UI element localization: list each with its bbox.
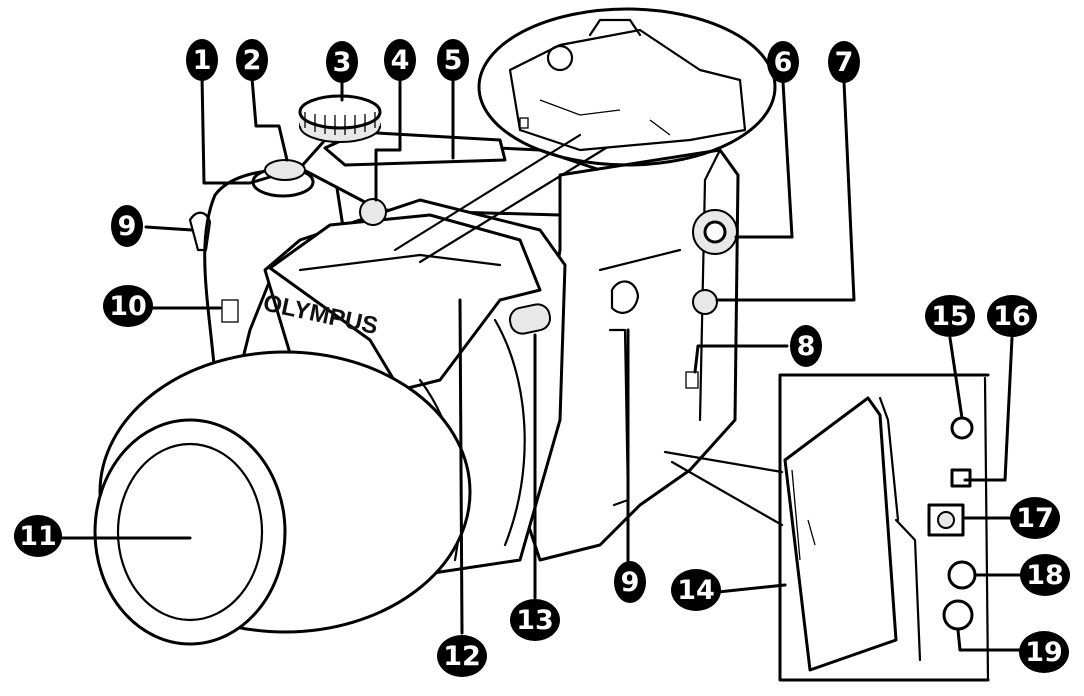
callout-badges: 1 2 3 4 5 6 7 8 bbox=[14, 39, 1070, 677]
callout-18-label: 18 bbox=[1026, 560, 1064, 591]
callout-3-label: 3 bbox=[333, 47, 352, 78]
callout-2: 2 bbox=[236, 39, 268, 81]
callout-11-label: 11 bbox=[19, 521, 57, 552]
callout-19-label: 19 bbox=[1025, 637, 1063, 668]
top-view-inset bbox=[393, 7, 777, 264]
callout-1: 1 bbox=[186, 39, 218, 81]
callout-12-label: 12 bbox=[443, 641, 481, 672]
callout-10: 10 bbox=[103, 285, 153, 327]
callout-9-lug-left: 9 bbox=[111, 205, 143, 247]
callout-11: 11 bbox=[14, 515, 62, 557]
callout-16: 16 bbox=[987, 295, 1037, 337]
callout-18: 18 bbox=[1020, 554, 1070, 596]
callout-17-label: 17 bbox=[1016, 503, 1054, 534]
callout-7: 7 bbox=[828, 41, 860, 83]
callout-9a-label: 9 bbox=[118, 211, 137, 242]
callout-1-label: 1 bbox=[193, 45, 212, 76]
callout-14: 14 bbox=[671, 569, 721, 611]
callout-19: 19 bbox=[1019, 631, 1069, 673]
callout-13: 13 bbox=[510, 599, 560, 641]
callout-4-label: 4 bbox=[391, 45, 410, 76]
leader-lines bbox=[58, 74, 1022, 652]
callout-6-label: 6 bbox=[774, 47, 793, 78]
camera-body: OLYMPUS bbox=[93, 94, 740, 646]
callout-9b-label: 9 bbox=[621, 567, 640, 598]
connector-inset bbox=[663, 373, 990, 682]
callout-13-label: 13 bbox=[516, 605, 554, 636]
callout-7-label: 7 bbox=[835, 47, 854, 78]
callout-5: 5 bbox=[437, 39, 469, 81]
callout-3: 3 bbox=[326, 41, 358, 83]
callout-10-label: 10 bbox=[109, 291, 147, 322]
callout-15: 15 bbox=[925, 295, 975, 337]
callout-16-label: 16 bbox=[993, 301, 1031, 332]
callout-2-label: 2 bbox=[243, 45, 262, 76]
callout-8: 8 bbox=[790, 325, 822, 367]
callout-9-lug-right: 9 bbox=[614, 561, 646, 603]
callout-15-label: 15 bbox=[931, 301, 969, 332]
callout-8-label: 8 bbox=[797, 331, 816, 362]
callout-4: 4 bbox=[384, 39, 416, 81]
callout-6: 6 bbox=[767, 41, 799, 83]
callout-5-label: 5 bbox=[444, 45, 463, 76]
callout-14-label: 14 bbox=[677, 575, 715, 606]
callout-17: 17 bbox=[1010, 497, 1060, 539]
callout-12: 12 bbox=[437, 635, 487, 677]
